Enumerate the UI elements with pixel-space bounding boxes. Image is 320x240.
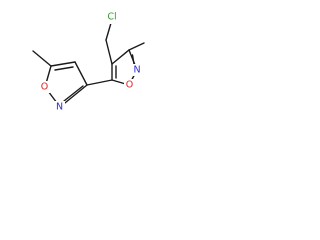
atom-ring-a-oxygen: O: [124, 79, 135, 91]
ring-b-bonds: [32, 50, 88, 108]
chlorine-label: Cl: [107, 12, 116, 23]
bond-ring-a-c4-c3: [111, 49, 130, 65]
ring-b-nitrogen-label: N: [56, 102, 63, 113]
bond-ring-b-c3-c4: [74, 61, 88, 86]
bond-ring-b-c4-c5-second: [54, 66, 74, 71]
bond-ch2-cl: [105, 22, 112, 41]
chemical-structure-diagram: Cl N O O N: [32, 11, 145, 113]
bond-ring-b-c4-c5: [50, 61, 76, 67]
atom-ring-b-oxygen: O: [39, 81, 50, 93]
ring-a-oxygen-label: O: [126, 80, 133, 91]
ring-b-oxygen-label: O: [41, 82, 48, 93]
ring-a-nitrogen-label: N: [133, 65, 140, 76]
bond-ring-a-ch2: [105, 39, 113, 65]
atom-ring-a-nitrogen: N: [132, 64, 143, 76]
bond-ring-linker: [86, 79, 113, 86]
atom-ring-b-nitrogen: N: [54, 101, 65, 113]
atom-chlorine: Cl: [103, 11, 121, 24]
bond-ring-a-methyl: [128, 42, 145, 51]
bond-ring-b-methyl: [32, 50, 52, 67]
bond-ring-b-n-c3-second: [63, 85, 84, 102]
